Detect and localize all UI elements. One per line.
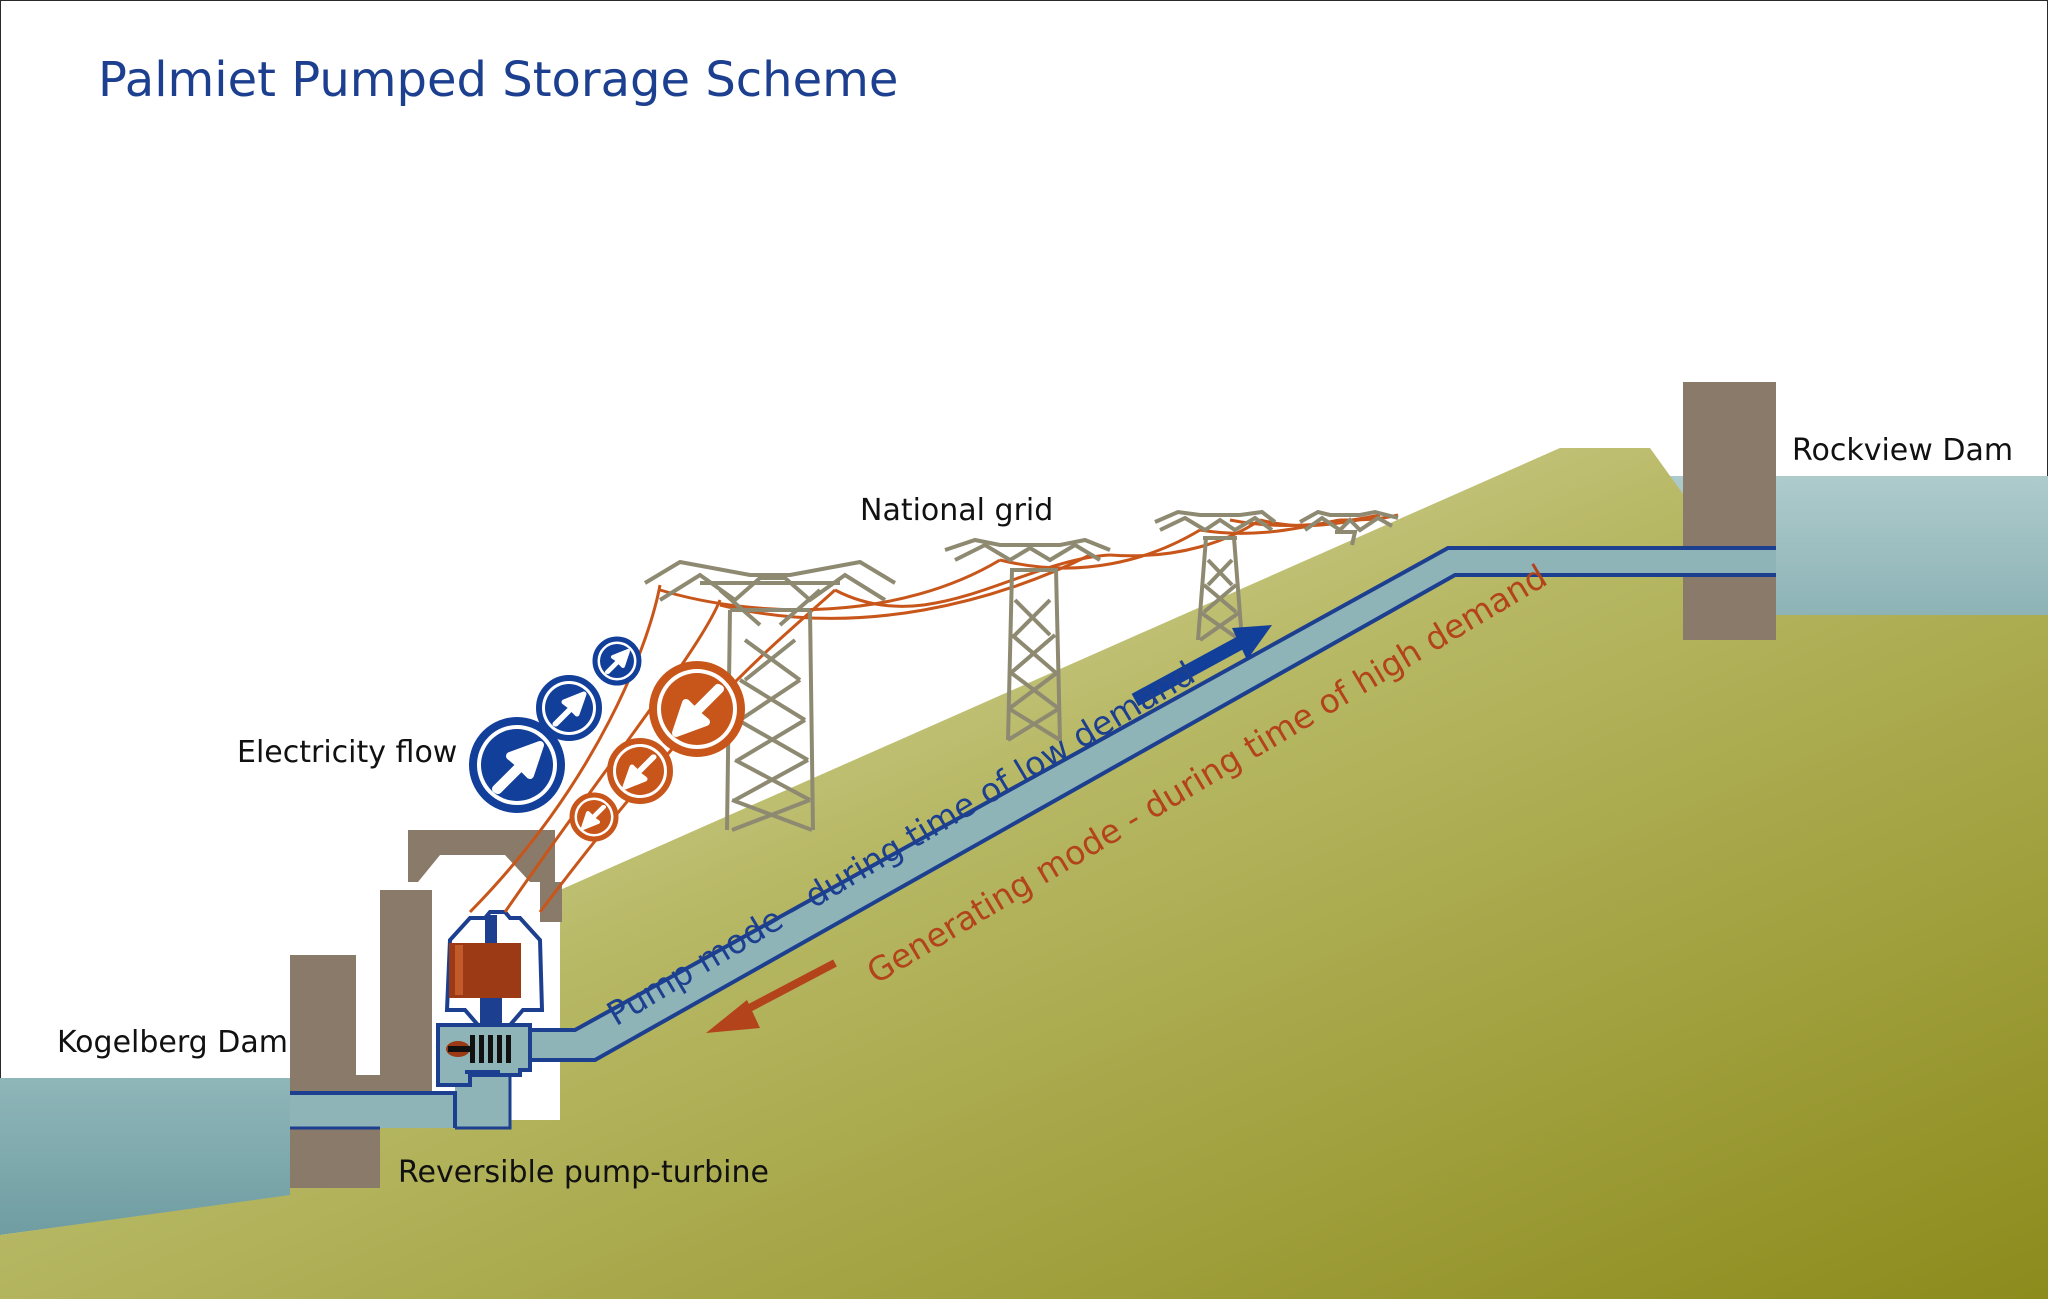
arrow-down-left-icon — [607, 738, 673, 804]
rockview-dam-wall — [1683, 382, 1776, 640]
pylon-icon — [643, 509, 1399, 832]
arrow-down-left-icon — [649, 661, 745, 757]
draft-tube — [290, 1093, 455, 1128]
pump-direction-arrow-icon — [1131, 625, 1272, 707]
generating-direction-arrow-icon — [706, 959, 837, 1033]
kogelberg-dam-label: Kogelberg Dam — [57, 1025, 288, 1060]
kogelberg-wall-base — [290, 1128, 380, 1188]
national-grid-label: National grid — [860, 493, 1054, 528]
hillside — [0, 448, 2048, 1299]
penstock — [510, 548, 1700, 1060]
arrow-up-right-icon — [592, 636, 642, 686]
arrow-up-right-icon — [469, 717, 565, 813]
rockview-dam-label: Rockview Dam — [1792, 433, 2014, 468]
electricity-flow-label: Electricity flow — [237, 735, 458, 770]
arrow-down-left-icon — [569, 792, 619, 842]
pump-turbine-label: Reversible pump-turbine — [398, 1155, 769, 1190]
pump-turbine-icon — [436, 910, 545, 1087]
kogelberg-reservoir — [0, 1078, 300, 1235]
diagram-title: Palmiet Pumped Storage Scheme — [98, 52, 899, 108]
arrow-up-right-icon — [536, 675, 602, 741]
